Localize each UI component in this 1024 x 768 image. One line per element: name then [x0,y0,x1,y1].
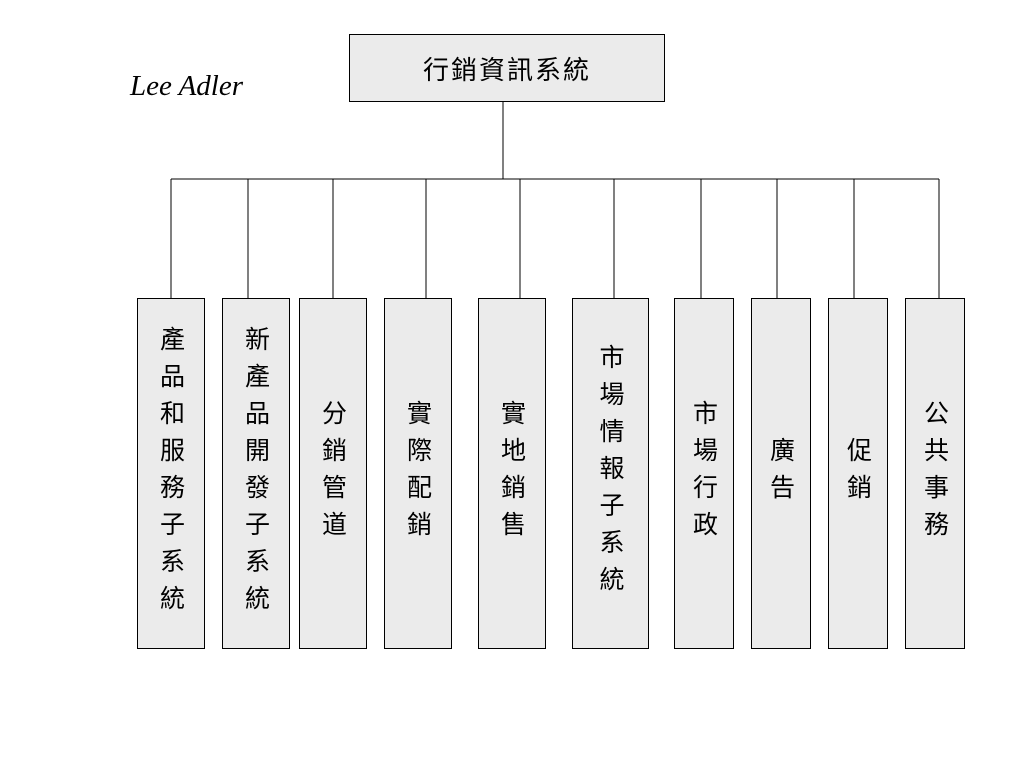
child-node-label: 產品和服務子系統 [156,325,186,622]
child-node-label: 新產品開發子系統 [241,325,271,622]
child-node-public-affairs: 公共事務 [905,298,965,649]
author-label: Lee Adler [130,70,244,102]
root-node-label: 行銷資訊系統 [422,55,591,86]
child-node-market-intelligence: 市場情報子系統 [572,298,649,649]
child-node-new-product: 新產品開發子系統 [222,298,290,649]
child-node-promotion: 促銷 [828,298,888,649]
child-node-distribution-channel: 分銷管道 [299,298,367,649]
child-node-label: 實地銷售 [497,399,527,548]
child-node-label: 市場情報子系統 [596,344,625,603]
child-node-advertising: 廣告 [751,298,811,649]
root-node: 行銷資訊系統 [349,34,665,102]
child-node-label: 實際配銷 [403,399,433,548]
child-node-label: 促銷 [843,436,873,511]
child-node-market-administration: 市場行政 [674,298,734,649]
child-node-label: 市場行政 [689,399,719,548]
child-node-field-sales: 實地銷售 [478,298,546,649]
child-node-label: 廣告 [766,436,796,511]
child-node-physical-distribution: 實際配銷 [384,298,452,649]
child-node-product-services: 產品和服務子系統 [137,298,205,649]
child-node-label: 分銷管道 [318,399,348,548]
child-node-label: 公共事務 [920,399,950,548]
